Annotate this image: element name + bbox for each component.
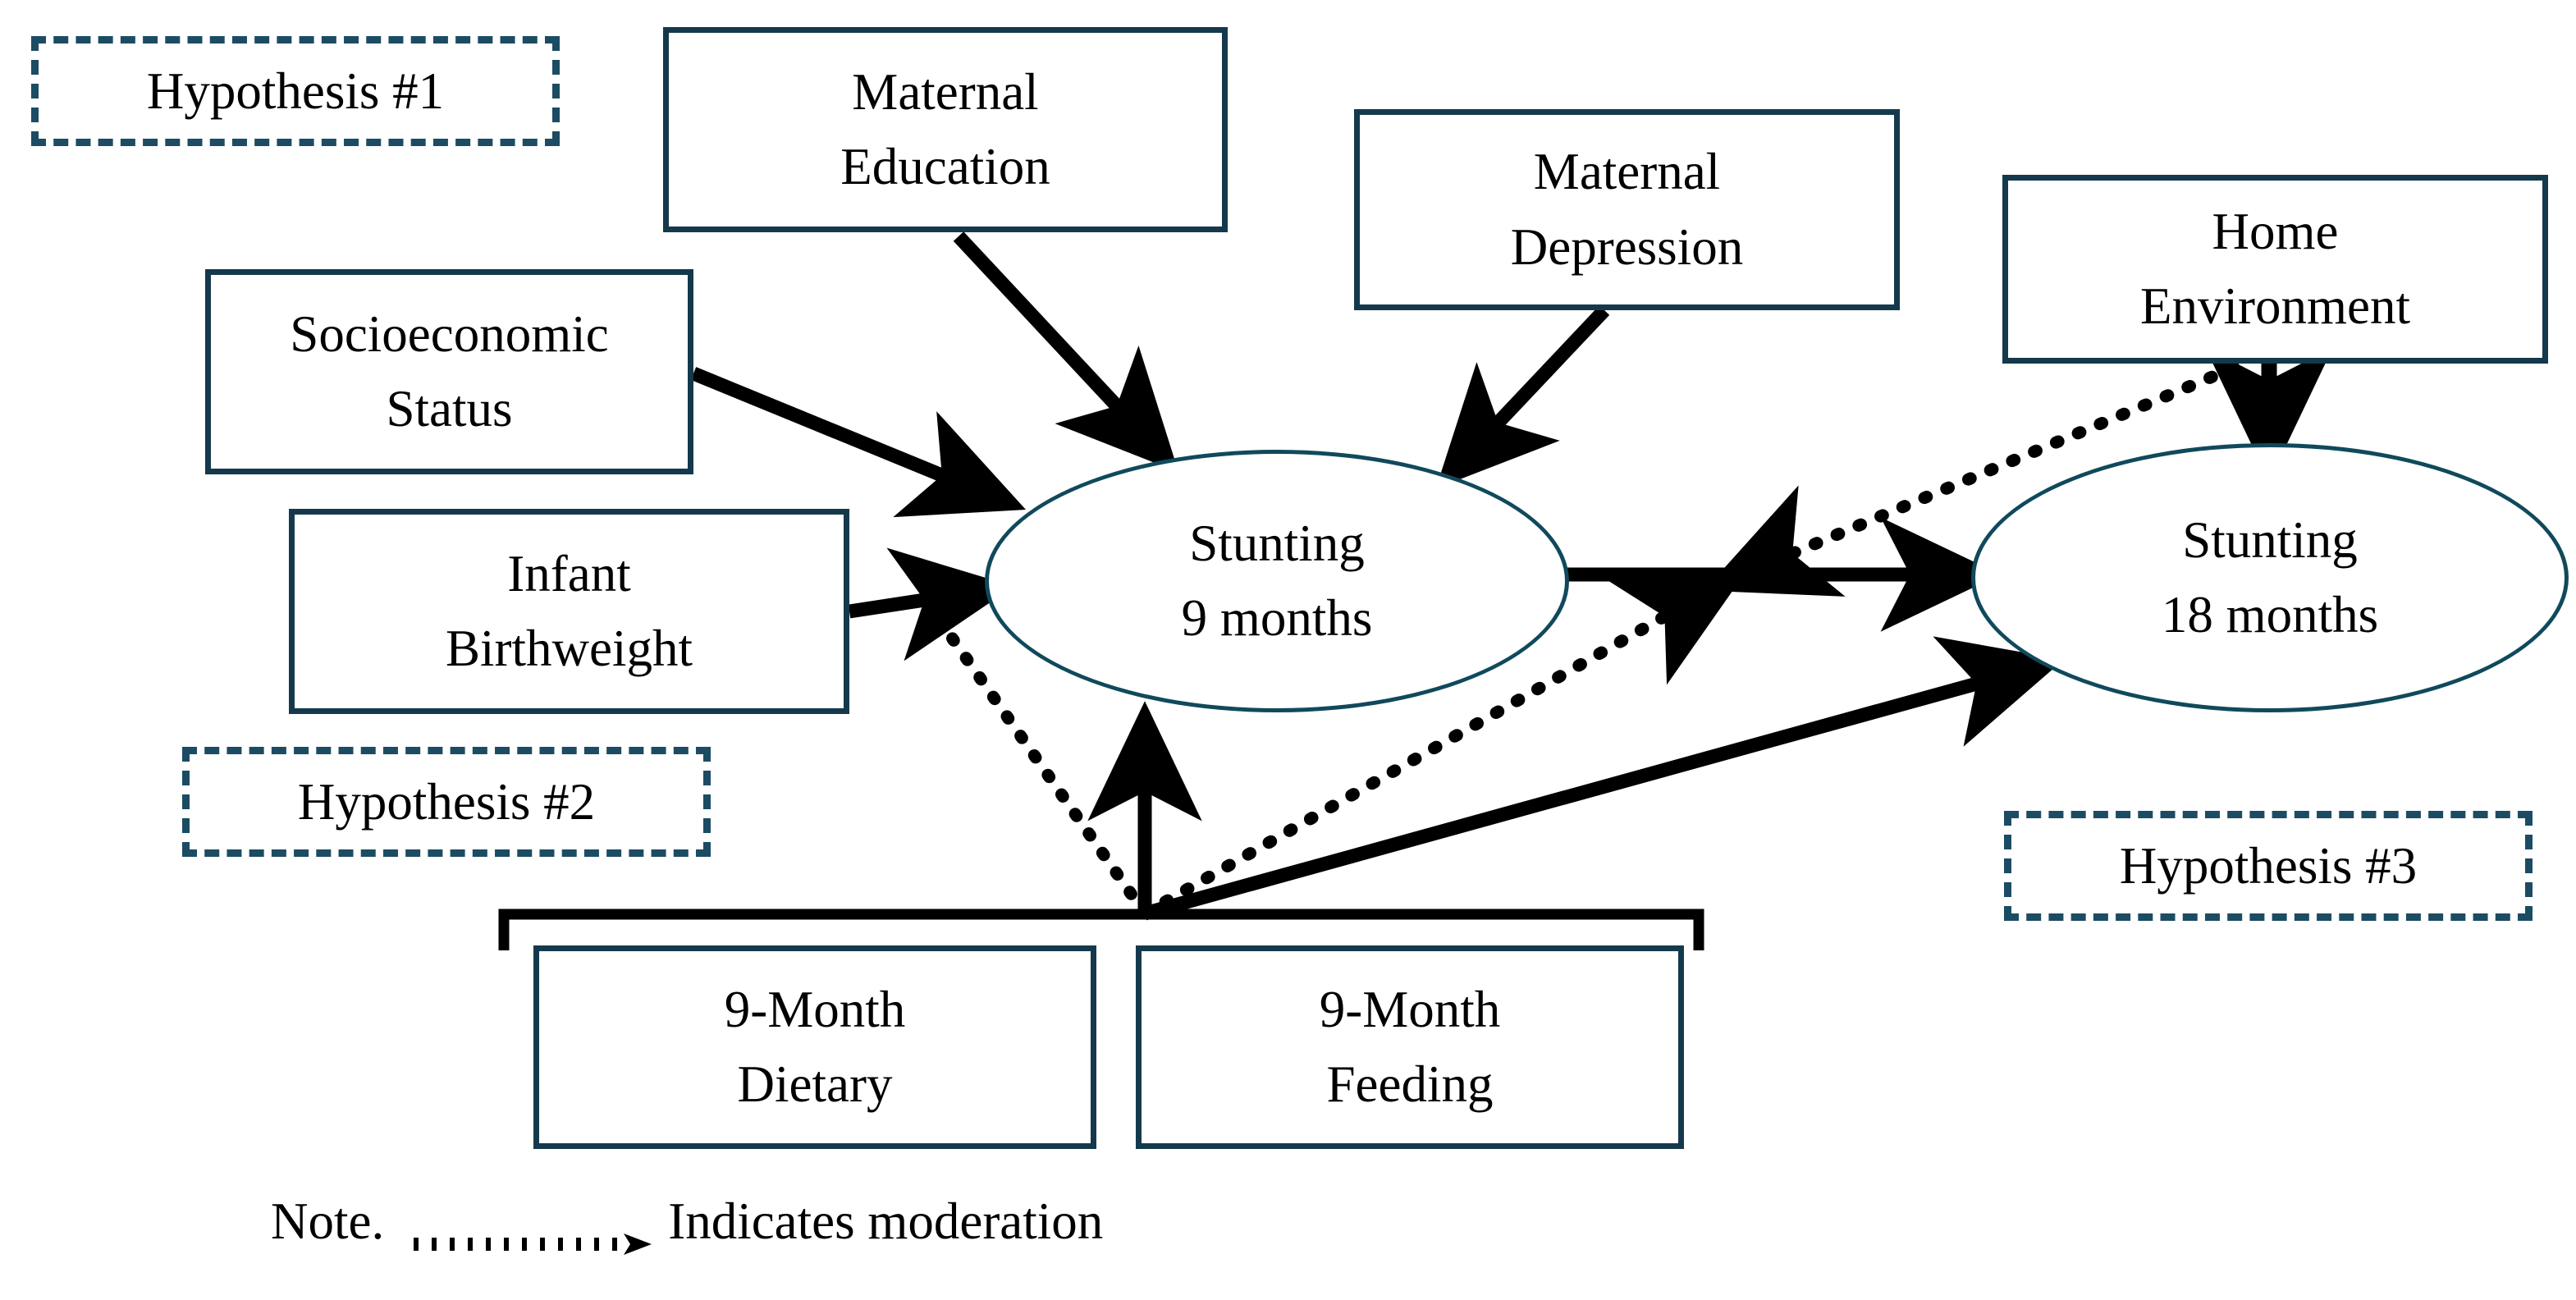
node-maternal-depression-line-1: Maternal: [1533, 143, 1721, 201]
node-stunting-9-months[interactable]: Stunting 9 months: [985, 450, 1569, 712]
node-socioeconomic-status[interactable]: Socioeconomic Status: [205, 269, 693, 474]
legend-dotted-arrow-icon: [412, 1210, 655, 1255]
label-hypothesis-3-text: Hypothesis #3: [2119, 836, 2418, 895]
node-home-environment-line-1: Home: [2212, 202, 2339, 260]
node-infant-birthweight[interactable]: Infant Birthweight: [289, 509, 849, 714]
label-hypothesis-1-text: Hypothesis #1: [146, 62, 445, 120]
edge-socioeconomic-status-to-stunting-9: [690, 367, 1027, 518]
node-stunting-18-months-line-2: 18 months: [2161, 586, 2379, 643]
edge-infant-birthweight-to-stunting-9: [848, 547, 1014, 661]
node-maternal-education-line-2: Education: [840, 138, 1050, 195]
label-hypothesis-2-text: Hypothesis #2: [297, 772, 596, 831]
label-hypothesis-3: Hypothesis #3: [2004, 811, 2533, 921]
node-socioeconomic-status-line-2: Status: [386, 380, 513, 437]
node-nine-month-dietary-line-2: Dietary: [737, 1055, 893, 1113]
node-nine-month-feeding-line-1: 9-Month: [1319, 980, 1501, 1038]
node-maternal-depression-line-2: Depression: [1510, 217, 1744, 276]
node-stunting-18-months-line-1: Stunting: [2182, 510, 2358, 569]
node-stunting-9-months-line-2: 9 months: [1181, 589, 1373, 647]
node-infant-birthweight-line-1: Infant: [507, 544, 631, 602]
node-infant-birthweight-line-2: Birthweight: [446, 620, 693, 677]
node-stunting-9-months-line-1: Stunting: [1189, 514, 1365, 572]
label-hypothesis-1: Hypothesis #1: [31, 36, 560, 146]
node-home-environment-line-2: Environment: [2140, 277, 2410, 335]
node-maternal-education[interactable]: Maternal Education: [663, 27, 1228, 232]
edge-maternal-depression-to-stunting-9: [1435, 305, 1610, 489]
node-stunting-18-months[interactable]: Stunting 18 months: [1971, 443, 2569, 712]
edge-maternal-education-to-stunting-9: [953, 231, 1179, 473]
legend-note-text: Indicates moderation: [668, 1192, 1104, 1250]
node-nine-month-feeding-line-2: Feeding: [1326, 1055, 1494, 1113]
node-nine-month-dietary[interactable]: 9-Month Dietary: [533, 945, 1096, 1149]
node-home-environment[interactable]: Home Environment: [2002, 175, 2548, 364]
node-nine-month-dietary-line-1: 9-Month: [724, 980, 906, 1038]
node-maternal-education-line-1: Maternal: [852, 62, 1039, 121]
node-nine-month-feeding[interactable]: 9-Month Feeding: [1136, 945, 1684, 1149]
node-maternal-depression[interactable]: Maternal Depression: [1354, 109, 1900, 310]
node-socioeconomic-status-line-1: Socioeconomic: [290, 304, 609, 363]
label-hypothesis-2: Hypothesis #2: [182, 747, 711, 857]
legend-note: Note. Indicates moderation: [271, 1192, 1104, 1255]
legend-note-label: Note.: [271, 1192, 385, 1250]
